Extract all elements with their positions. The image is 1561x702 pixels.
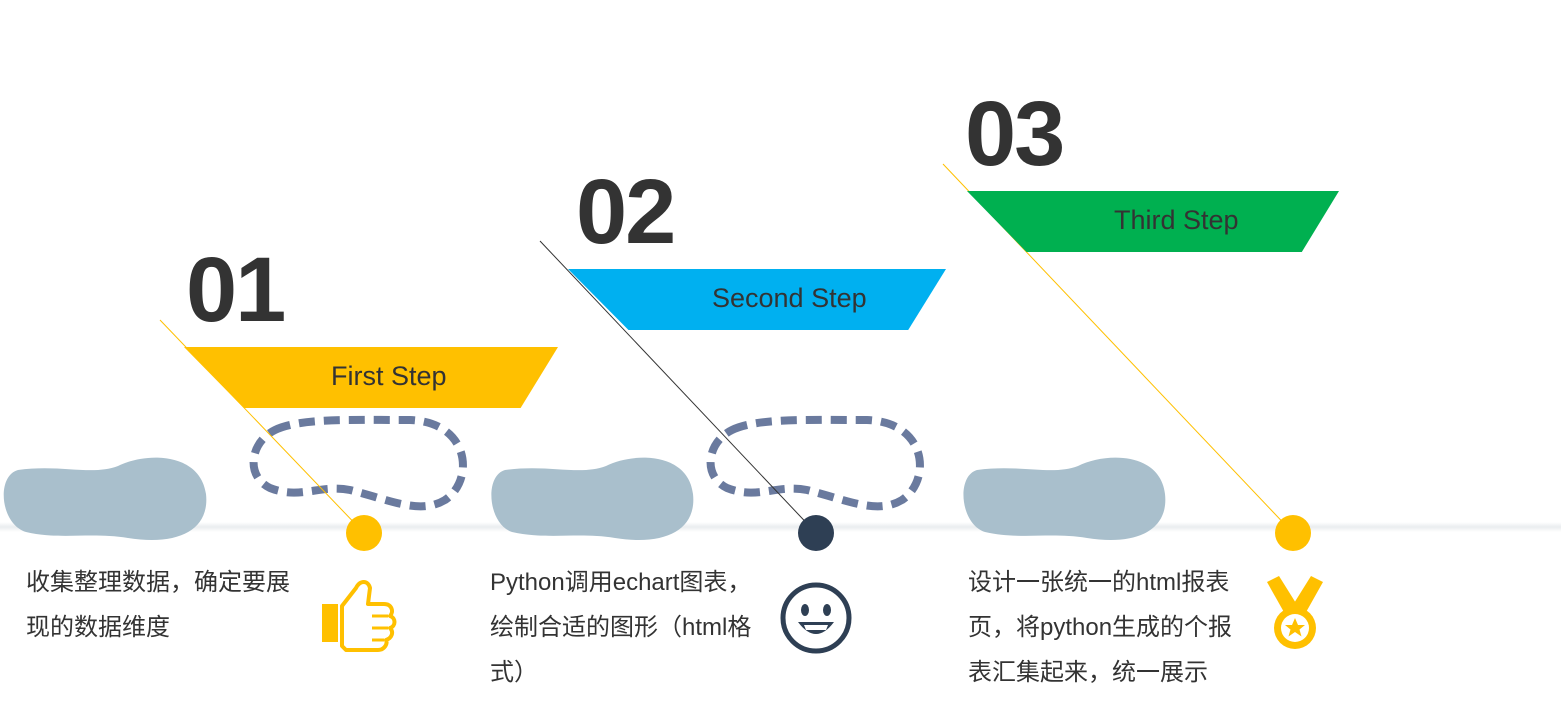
step-banner-1: [184, 347, 558, 408]
description-line: 收集整理数据，确定要展: [26, 569, 290, 596]
dashed-loop-1: [249, 415, 467, 511]
step-description-1: 收集整理数据，确定要展 现的数据维度: [26, 560, 290, 650]
cloud-shape-1: [3, 457, 207, 541]
leader-line-2: [539, 240, 817, 534]
medal-icon: [1267, 576, 1323, 649]
step-description-3: 设计一张统一的html报表 页，将python生成的个报 表汇集起来，统一展示: [968, 560, 1232, 695]
description-line: 页，将python生成的个报: [968, 614, 1233, 641]
description-line: Python调用echart图表，: [490, 569, 752, 596]
description-line: 现的数据维度: [26, 614, 170, 641]
step-number-1: 01: [186, 239, 286, 341]
cloud-shape-3: [963, 457, 1166, 541]
step-dot-3: [1275, 515, 1311, 551]
baseline-track: [0, 522, 1561, 532]
step-title-3: Third Step: [1114, 205, 1239, 235]
thumbs-up-icon: [322, 580, 397, 652]
description-line: 绘制合适的图形（html格: [490, 614, 752, 641]
step-dot-2: [798, 515, 834, 551]
step-banner-2: [568, 269, 946, 330]
step-dot-1: [346, 515, 382, 551]
step-number-2: 02: [576, 161, 676, 263]
dashed-loop-2: [706, 415, 924, 511]
step-title-1: First Step: [331, 361, 447, 391]
description-line: 式）: [490, 659, 538, 686]
step-banner-3: [967, 191, 1339, 252]
step-title-2: Second Step: [712, 283, 867, 313]
step-number-3: 03: [965, 83, 1065, 185]
step-description-2: Python调用echart图表， 绘制合适的图形（html格 式）: [490, 560, 751, 695]
description-line: 设计一张统一的html报表: [968, 569, 1230, 596]
cloud-shape-2: [491, 457, 694, 541]
description-line: 表汇集起来，统一展示: [968, 659, 1208, 686]
smiley-face-icon: [780, 582, 852, 654]
